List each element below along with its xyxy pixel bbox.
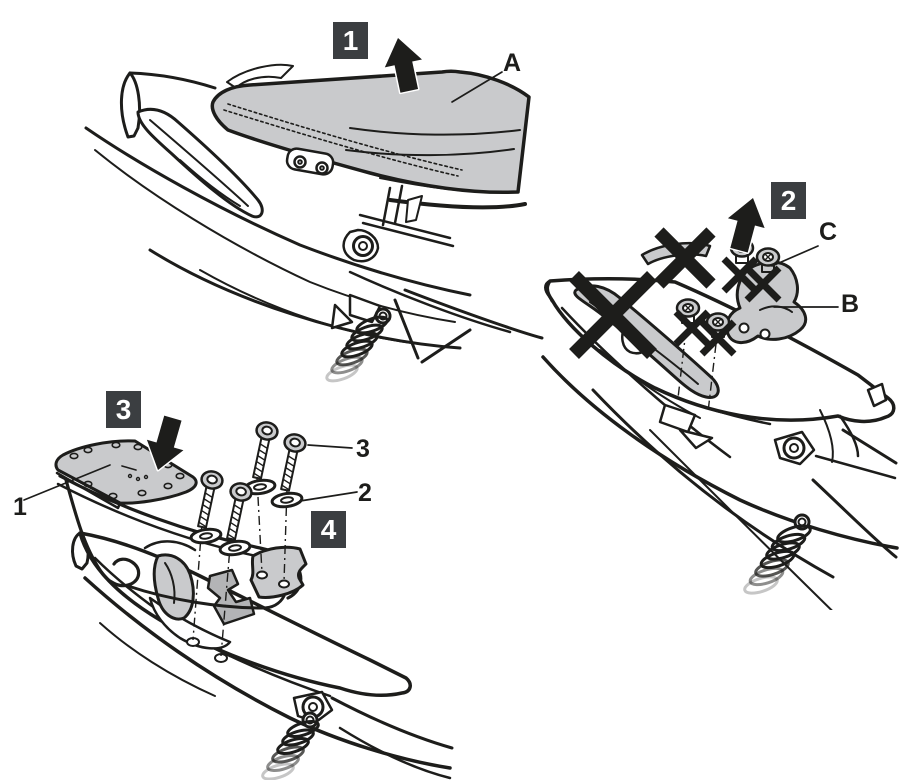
x-mark-screw [744, 265, 782, 303]
part-label-bracket-b: B [841, 290, 860, 318]
step-badge-4: 4 [311, 511, 346, 548]
step-badge-1: 1 [333, 22, 368, 59]
tail-tip [119, 71, 142, 139]
x-mark-handle-left [569, 271, 657, 359]
x-mark-screw [673, 309, 711, 347]
seat [210, 69, 531, 195]
rack-bracket [249, 545, 308, 599]
step-badge-3: 3 [106, 391, 141, 428]
figure-step2-illustration [541, 191, 899, 610]
assembly-axis [677, 329, 717, 413]
seat-cowl-fin [226, 63, 294, 89]
part-label-seat-a: A [503, 49, 522, 77]
step-badge-2: 2 [771, 182, 806, 219]
under-seat-frame [285, 147, 527, 263]
lift-arrow-icon [719, 191, 773, 257]
x-mark-handle-right [654, 227, 716, 289]
label-3-leader-line [307, 444, 353, 449]
tail-body [84, 63, 472, 350]
rear-mount-and-shock [743, 428, 898, 595]
part-label-washer-2: 2 [358, 479, 372, 507]
screw-3 [273, 431, 309, 494]
part-label-screw-3: 3 [356, 435, 370, 463]
mount-points [143, 540, 256, 663]
figure-step1-illustration [84, 32, 544, 383]
x-mark-screw [721, 256, 759, 294]
screw-3 [219, 480, 255, 543]
x-mark-screw [699, 319, 737, 357]
shock-absorber [325, 293, 392, 383]
label-a-leader-line [451, 71, 503, 103]
screw-3 [245, 419, 281, 482]
label-1-leader-line [23, 464, 111, 501]
swingarm-lines [348, 270, 544, 364]
part-label-plate-1: 1 [13, 493, 27, 521]
screw-3 [190, 468, 226, 531]
label-2-leader-line [299, 491, 358, 502]
label-c-leader-line [771, 245, 819, 267]
washer-2 [269, 489, 305, 511]
figure-step3-4-illustration [23, 411, 454, 780]
part-label-screws-c: C [819, 218, 838, 246]
